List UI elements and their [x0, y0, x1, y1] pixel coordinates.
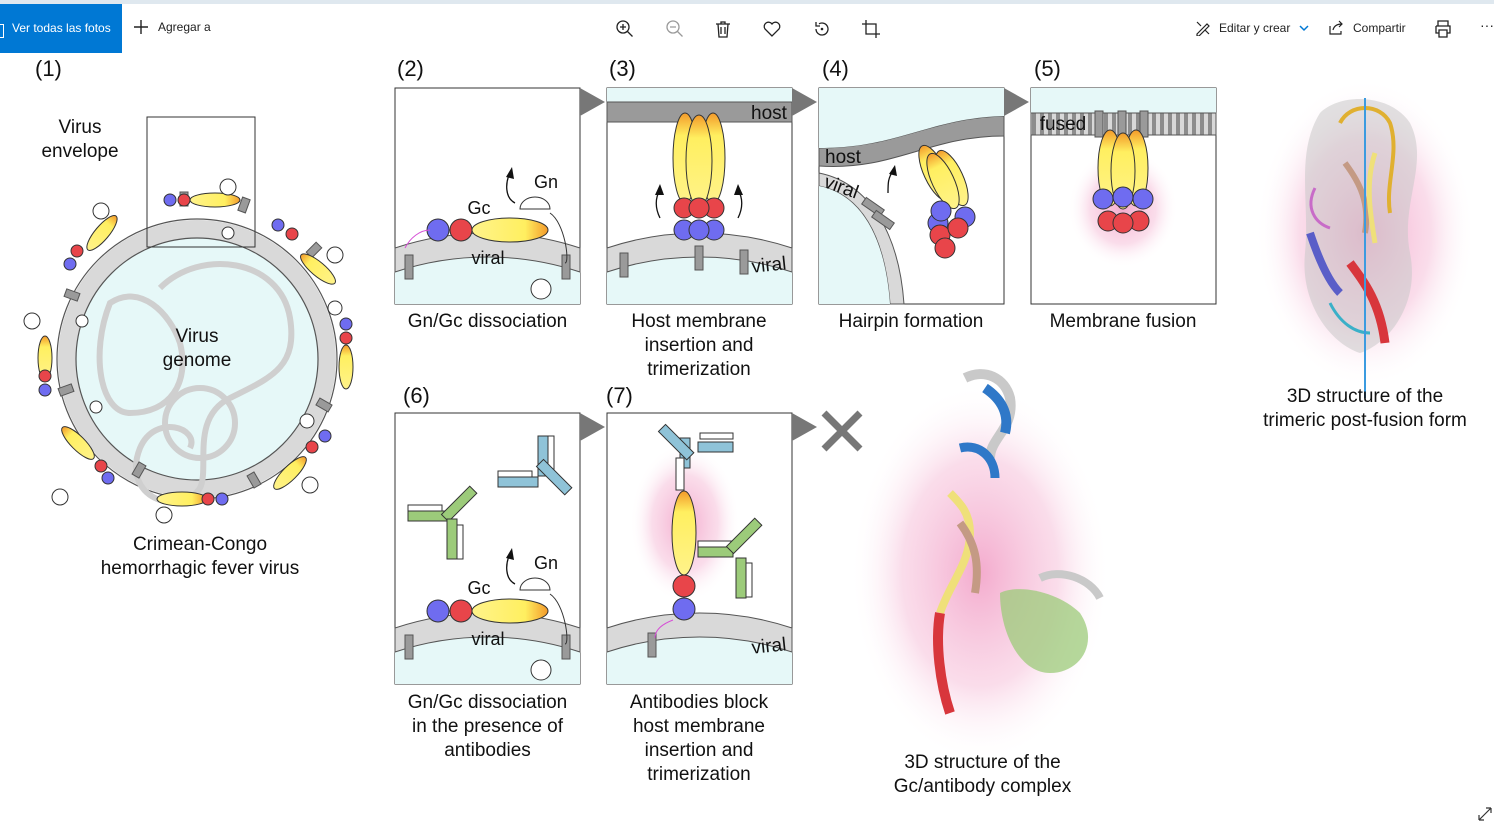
panel-number-5: (5): [1034, 56, 1061, 81]
panel-number-3: (3): [609, 56, 636, 81]
panel-4: [818, 87, 1029, 305]
panel-number-6: (6): [403, 383, 430, 408]
share-label: Compartir: [1353, 21, 1406, 35]
panel-1-virus: [23, 116, 354, 524]
panel-6: [394, 412, 605, 685]
caption-5: Membrane fusion: [1049, 311, 1197, 332]
heart-icon[interactable]: [762, 19, 782, 39]
panel-number-7: (7): [606, 383, 633, 408]
figure-canvas: [23, 78, 1475, 763]
caption-complex-structure: 3D structure of the Gc/antibody complex: [893, 752, 1072, 797]
zoom-out-icon[interactable]: [665, 19, 685, 39]
rotate-icon[interactable]: [812, 19, 832, 39]
more-options-button[interactable]: ···: [1480, 17, 1494, 33]
edit-create-icon: [1196, 21, 1210, 36]
gc-label-6: Gc: [467, 578, 491, 598]
trash-icon[interactable]: [713, 19, 733, 39]
gn-label-2: Gn: [533, 172, 558, 192]
fused-label-5: fused: [1039, 114, 1087, 135]
zoom-in-icon[interactable]: [615, 19, 635, 39]
trimer-3d-structure: [1255, 78, 1475, 398]
add-to-label: Agregar a: [158, 20, 211, 34]
panel-3: [606, 87, 817, 305]
blocked-cross-icon: [821, 410, 863, 452]
print-icon[interactable]: [1433, 19, 1453, 39]
share-icon: [1329, 20, 1343, 35]
window-top-border: [0, 0, 1494, 4]
share-button[interactable]: Compartir: [1328, 20, 1406, 36]
panel-number-1: (1): [35, 56, 62, 81]
fullscreen-icon[interactable]: [1477, 806, 1493, 822]
gc-label-2: Gc: [467, 198, 491, 218]
chevron-down-icon: [1299, 25, 1309, 32]
plus-icon: [134, 20, 148, 34]
caption-6: Gn/Gc dissociation in the presence of an…: [407, 692, 568, 761]
caption-4: Hairpin formation: [838, 311, 984, 332]
caption-trimer-structure: 3D structure of the trimeric post-fusion…: [1263, 386, 1467, 431]
gn-label-6: Gn: [533, 553, 558, 573]
photo-toolbar: [0, 4, 1494, 53]
view-all-photos-button[interactable]: Ver todas las fotos: [0, 4, 122, 53]
host-label-3: host: [751, 103, 787, 124]
viral-label-2: viral: [471, 248, 505, 268]
virus-envelope-label: Virus envelope: [41, 117, 119, 162]
virus-genome-label: Virus genome: [162, 326, 232, 371]
virus-name-caption: Crimean-Congo hemorrhagic fever virus: [100, 534, 300, 579]
caption-3: Host membrane insertion and trimerizatio…: [631, 311, 767, 380]
edit-create-label: Editar y crear: [1219, 21, 1291, 35]
complex-3d-structure: [850, 369, 1110, 763]
viral-label-6: viral: [471, 629, 505, 649]
host-label-4: host: [825, 147, 861, 168]
panel-number-4: (4): [822, 56, 849, 81]
photo-stack-icon: [0, 24, 4, 38]
edit-create-button[interactable]: Editar y crear: [1195, 20, 1310, 36]
panel-number-2: (2): [397, 56, 424, 81]
view-all-photos-label: Ver todas las fotos: [12, 21, 111, 35]
panel-5: [1030, 87, 1217, 305]
caption-2: Gn/Gc dissociation: [407, 311, 568, 332]
crop-icon[interactable]: [861, 19, 881, 39]
add-to-button[interactable]: Agregar a: [133, 19, 211, 35]
caption-7: Antibodies block host membrane insertion…: [629, 692, 769, 785]
panel-2: [394, 87, 605, 305]
more-options-label: ···: [1480, 17, 1494, 33]
panel-7: [606, 412, 817, 685]
